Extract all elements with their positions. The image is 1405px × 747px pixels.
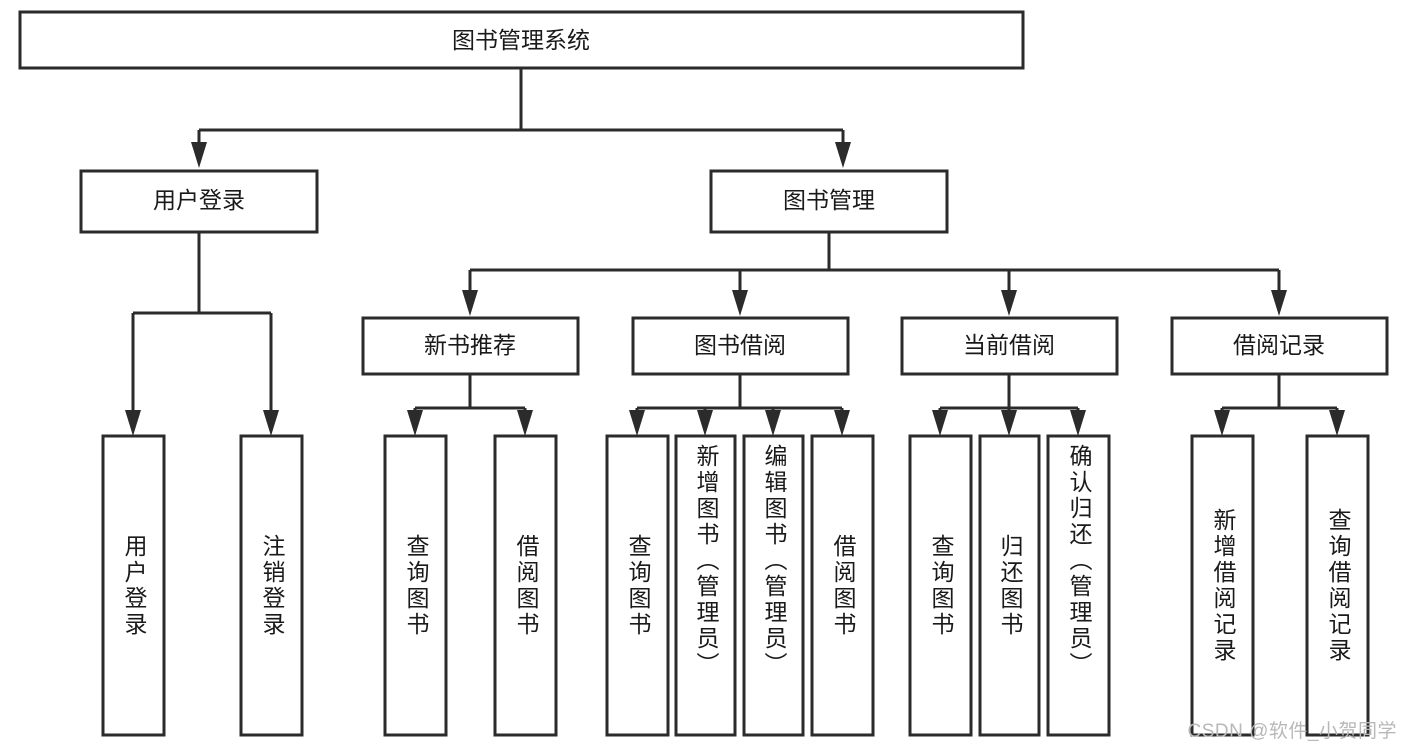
- leaf-add-record-box[interactable]: [1190, 434, 1255, 737]
- node-borrow-record[interactable]: 借阅记录: [1170, 316, 1389, 376]
- leaf-return-book-box[interactable]: [978, 434, 1041, 737]
- leaf-borrow-book-2-box[interactable]: [810, 434, 875, 737]
- leaf-user-login-box[interactable]: [101, 434, 166, 737]
- leaf-query-book-2-box[interactable]: [605, 434, 670, 737]
- leaf-add-book-box[interactable]: [674, 434, 737, 737]
- node-root-system[interactable]: 图书管理系统: [18, 10, 1025, 70]
- node-user-login-box[interactable]: [79, 169, 319, 234]
- arrowhead-to-book-manage: [835, 142, 851, 168]
- node-book-borrow-label: 图书借阅: [694, 332, 786, 358]
- node-root-system-label: 图书管理系统: [452, 27, 590, 53]
- leaf-edit-book-box[interactable]: [742, 434, 805, 737]
- leaf-query-book-3-box[interactable]: [908, 434, 973, 737]
- connector-root-to-level2: [191, 68, 851, 168]
- leaf-confirm-return-box[interactable]: [1046, 434, 1111, 737]
- node-user-login-label: 用户登录: [153, 187, 245, 213]
- leaf-borrow-book-1-box[interactable]: [493, 434, 558, 737]
- node-new-book-recommend-label: 新书推荐: [424, 332, 516, 358]
- connector-book-manage-to-level3: [462, 232, 1287, 316]
- leaf-logout-box[interactable]: [239, 434, 304, 737]
- csdn-watermark: CSDN @软件_小贺同学: [1187, 721, 1397, 742]
- node-root-system-box[interactable]: [18, 10, 1025, 70]
- leaf-query-book-1-box[interactable]: [383, 434, 448, 737]
- arrowhead-to-user-login: [191, 142, 207, 168]
- leaf-query-record-box[interactable]: [1305, 434, 1370, 737]
- connector-borrow-record-to-leaves: [1214, 374, 1345, 436]
- node-user-login[interactable]: 用户登录: [79, 169, 319, 234]
- node-new-book-recommend-box[interactable]: [361, 316, 580, 376]
- connector-book-borrow-to-leaves: [629, 374, 850, 436]
- connector-new-book-recommend-to-leaves: [407, 374, 533, 436]
- node-new-book-recommend[interactable]: 新书推荐: [361, 316, 580, 376]
- node-book-manage[interactable]: 图书管理: [709, 169, 949, 234]
- connector-user-login-to-leaves: [125, 232, 279, 436]
- connector-current-borrow-to-leaves: [932, 374, 1086, 436]
- node-current-borrow[interactable]: 当前借阅: [900, 316, 1119, 376]
- node-book-manage-label: 图书管理: [783, 187, 875, 213]
- node-borrow-record-label: 借阅记录: [1233, 332, 1325, 358]
- node-book-borrow[interactable]: 图书借阅: [631, 316, 850, 376]
- node-current-borrow-box[interactable]: [900, 316, 1119, 376]
- node-current-borrow-label: 当前借阅: [963, 332, 1055, 358]
